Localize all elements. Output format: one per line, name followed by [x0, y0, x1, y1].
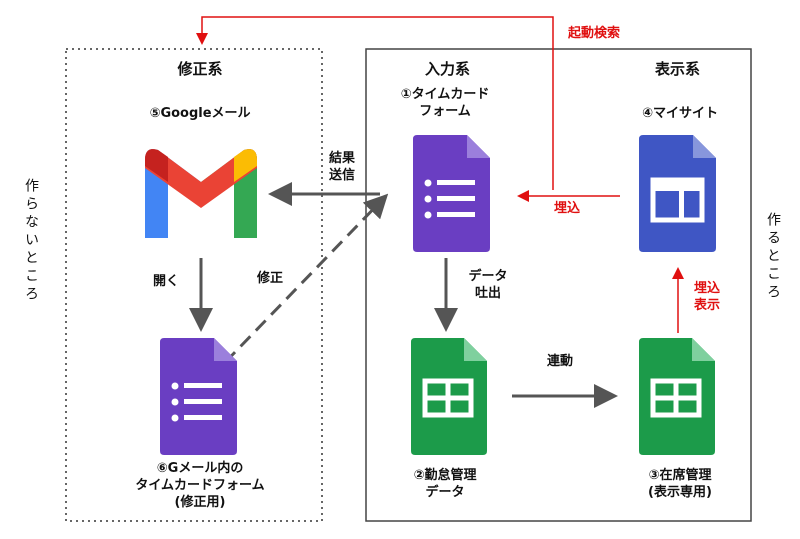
site-icon — [639, 135, 716, 252]
edge-label-embed-display: 埋込 表示 — [693, 281, 720, 313]
gmail-icon — [145, 149, 257, 238]
edge-label-data-output: データ 吐出 — [468, 269, 508, 301]
form-icon — [413, 135, 490, 252]
sheet-display-icon — [639, 338, 715, 455]
side-label-left: 作らないところ — [23, 178, 39, 304]
fix-arrow — [208, 193, 389, 380]
side-label-right: 作るところ — [765, 212, 781, 302]
fix-group-box — [65, 48, 323, 522]
node-label-site: ④マイサイト — [641, 106, 718, 121]
edge-label-embed: 埋込 — [553, 201, 580, 216]
edge-label-result-send: 結果 送信 — [328, 151, 355, 183]
edge-label-open: 開く — [152, 274, 179, 289]
edge-label-fix: 修正 — [256, 271, 283, 286]
group-title-fix: 修正系 — [177, 60, 223, 78]
node-label-gmail: ⑤Googleメール — [149, 106, 251, 121]
form-fix-icon — [160, 338, 237, 455]
node-label-form-fix: ⑥Gメール内の タイムカードフォーム (修正用) — [135, 461, 265, 510]
sheet-data-icon — [411, 338, 487, 455]
node-label-sheet-display: ③在席管理 (表示専用) — [648, 468, 712, 500]
edge-label-link: 連動 — [546, 354, 573, 369]
group-title-input: 入力系 — [424, 60, 470, 78]
startup-search-arrow — [196, 16, 554, 190]
main-system-box — [365, 48, 752, 522]
node-label-form: ①タイムカード フォーム — [400, 87, 490, 119]
node-label-sheet-data: ②勤怠管理 データ — [413, 468, 477, 500]
group-title-display: 表示系 — [654, 60, 700, 78]
edge-label-startup-search: 起動検索 — [568, 26, 621, 41]
